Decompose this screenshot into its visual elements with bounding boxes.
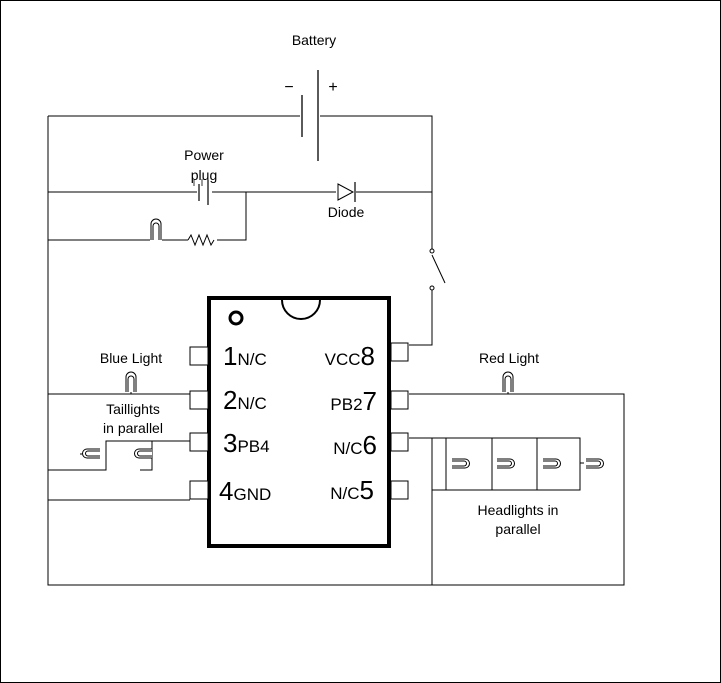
pin-name: VCC [325, 350, 361, 369]
chip-pin [390, 342, 409, 362]
pin-name: N/C [237, 350, 266, 369]
pin-name: N/C [333, 439, 362, 458]
pin-name: GND [233, 485, 271, 504]
headlights-label: Headlights in [478, 502, 559, 518]
headlight-parallel-box [409, 437, 581, 491]
power-plug-label: plug [191, 167, 217, 183]
chip-body [207, 296, 391, 548]
led-resistor-wire [48, 192, 247, 241]
pin-name: N/C [330, 484, 359, 503]
battery-label: Battery [292, 32, 336, 48]
headlights-label: parallel [495, 521, 540, 537]
chip-pin [390, 432, 409, 452]
pin-number: 1 [223, 341, 237, 371]
svg-text:N/C6: N/C6 [333, 430, 377, 460]
pin-name: PB2 [330, 395, 362, 414]
chip-pin [189, 390, 209, 410]
pin7-wire [409, 393, 625, 586]
blue-light-icon [125, 371, 137, 394]
switch-to-vcc-wire [409, 290, 433, 346]
pin-number: 2 [223, 385, 237, 415]
battery-symbol [301, 70, 319, 161]
attiny-chip: 1N/C 2N/C 3PB4 4GND VCC8 PB27 N/C6 N/C5 [189, 296, 409, 548]
svg-text:PB27: PB27 [330, 386, 377, 416]
taillights-label: in parallel [103, 420, 163, 436]
svg-text:3PB4: 3PB4 [223, 428, 270, 458]
pin-name: PB4 [237, 437, 269, 456]
battery-plus-label: + [328, 79, 337, 96]
switch-symbol [429, 248, 446, 291]
svg-text:4GND: 4GND [219, 476, 271, 506]
pin-name: N/C [237, 394, 266, 413]
chip-notch [281, 299, 321, 320]
resistor-symbol [187, 233, 215, 247]
headlight-icon [452, 458, 470, 469]
chip-pin [390, 480, 409, 500]
pin-number: 8 [361, 341, 375, 371]
headlight-icon [543, 458, 561, 469]
headlight-icon [497, 458, 515, 469]
pin-number: 6 [363, 430, 377, 460]
pin1-dot [228, 310, 244, 326]
left-rail [47, 116, 432, 586]
battery-minus-label: − [284, 79, 293, 96]
chip-pin [189, 346, 209, 366]
power-plug-label: Power [184, 147, 224, 163]
pin-number: 7 [363, 386, 377, 416]
power-plug-symbol [193, 179, 209, 205]
battery-wire [48, 115, 433, 250]
pin-number: 3 [223, 428, 237, 458]
labels: Battery − + Power plug Diode Blue Light … [100, 32, 559, 537]
headlight-dividers [445, 438, 538, 490]
red-light-label: Red Light [479, 350, 539, 366]
chip-pin [189, 480, 209, 500]
svg-text:1N/C: 1N/C [223, 341, 267, 371]
pin-number: 4 [219, 476, 233, 506]
chip-pin [189, 432, 209, 452]
taillight-icon [80, 448, 100, 459]
svg-text:N/C5: N/C5 [330, 475, 374, 505]
svg-text:VCC8: VCC8 [325, 341, 375, 371]
diode-symbol [337, 182, 356, 202]
taillight-icon [134, 448, 152, 459]
headlight-icon [586, 458, 604, 469]
red-light-icon [502, 371, 514, 394]
chip-pin [390, 390, 409, 410]
pin3-wire [48, 440, 190, 471]
status-led-icon [150, 218, 162, 240]
pin-number: 5 [360, 475, 374, 505]
blue-light-label: Blue Light [100, 350, 162, 366]
taillights-label: Taillights [106, 401, 160, 417]
svg-text:2N/C: 2N/C [223, 385, 267, 415]
diode-label: Diode [328, 204, 365, 220]
